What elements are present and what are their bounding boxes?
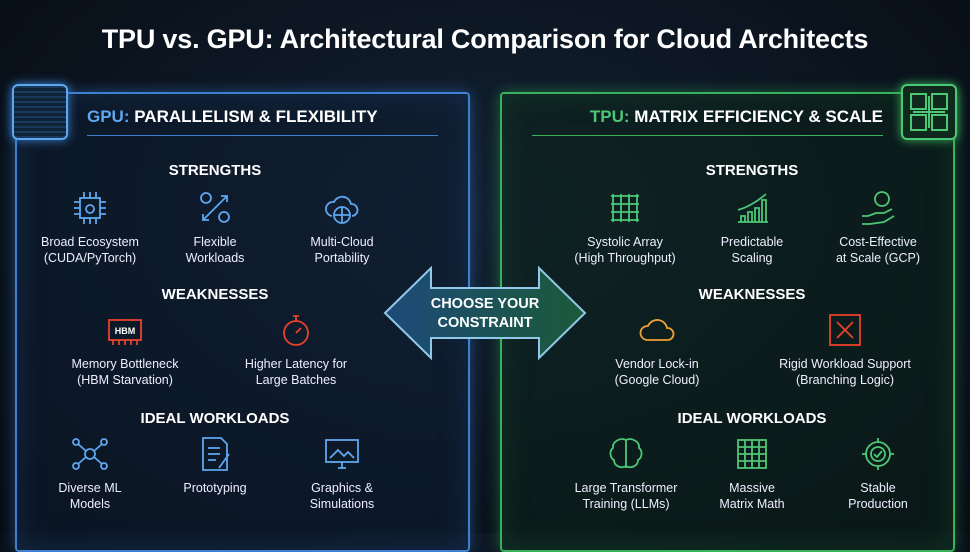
google-cloud-icon <box>639 319 675 341</box>
item-label-line1: Flexible <box>193 235 237 249</box>
tpu-chip-icon <box>901 84 957 140</box>
tpu-heading: MATRIX EFFICIENCY & SCALE <box>634 107 883 126</box>
gpu-weaknesses-heading: WEAKNESSES <box>161 286 269 303</box>
item-label-line2: (CUDA/PyTorch) <box>43 251 137 265</box>
item-label-line2: Training (LLMs) <box>582 497 670 511</box>
item-label-line2: Workloads <box>185 251 245 265</box>
item-label-line1: Vendor Lock-in <box>615 357 699 371</box>
item-label-line2: Portability <box>314 251 370 265</box>
matrix-icon <box>737 439 767 469</box>
item-label-line1: Cost-Effective <box>839 235 917 249</box>
gpu-prefix: GPU: <box>87 107 130 126</box>
item-label-line1: Memory Bottleneck <box>71 357 179 371</box>
item-label-line1: Rigid Workload Support <box>779 357 911 371</box>
network-icon <box>72 438 108 470</box>
item-label-line2: Scaling <box>731 251 773 265</box>
gpu-strengths-heading: STRENGTHS <box>168 162 262 179</box>
tpu-weaknesses-heading: WEAKNESSES <box>698 286 806 303</box>
item-label-line1: Large Transformer <box>574 481 678 495</box>
item-label-line1: Graphics & <box>311 481 373 495</box>
tpu-header: TPU: MATRIX EFFICIENCY & SCALE <box>532 98 883 136</box>
gpu-header: GPU: PARALLELISM & FLEXIBILITY <box>87 98 438 136</box>
item-label-line1: Multi-Cloud <box>310 235 374 249</box>
gpu-heading: PARALLELISM & FLEXIBILITY <box>134 107 378 126</box>
item-label-line1: Systolic Array <box>587 235 663 249</box>
tpu-strengths-item: Systolic Array (High Throughput) <box>545 188 705 266</box>
item-label-line2: (Branching Logic) <box>796 373 894 387</box>
page-title: TPU vs. GPU: Architectural Comparison fo… <box>101 24 869 54</box>
cloud-globe-icon <box>325 195 359 224</box>
center-line2: CONSTRAINT <box>437 315 533 331</box>
tpu-ideal-heading: IDEAL WORKLOADS <box>677 410 827 427</box>
gpu-chip-icon <box>12 84 68 140</box>
brain-icon <box>609 438 643 469</box>
center-label: CHOOSE YOUR CONSTRAINT <box>410 295 560 333</box>
dollar-hand-icon <box>862 191 895 225</box>
item-label-line1: Stable <box>860 481 896 495</box>
grid-icon <box>611 194 639 222</box>
gears-icon <box>200 192 230 223</box>
item-label-line1: Massive <box>729 481 775 495</box>
item-label-line2: Production <box>848 497 908 511</box>
gpu-ideal-item: Prototyping <box>135 434 295 496</box>
tpu-prefix: TPU: <box>589 107 630 126</box>
gpu-weaknesses-item: HBM Memory Bottleneck (HBM Starvation) <box>45 310 205 388</box>
chip-icon <box>74 192 106 224</box>
tpu-strengths-item: Cost-Effective at Scale (GCP) <box>798 188 958 266</box>
item-label-line1: Broad Ecosystem <box>41 235 139 249</box>
item-label-line2: Large Batches <box>255 373 337 387</box>
x-box-icon <box>829 314 861 346</box>
gear-check-icon <box>862 438 894 470</box>
stopwatch-icon <box>283 315 309 346</box>
center-double-arrow <box>383 266 587 360</box>
tpu-weaknesses-item: Rigid Workload Support (Branching Logic) <box>765 310 925 388</box>
gpu-ideal-item: Diverse ML Models <box>10 434 170 512</box>
item-label-line1: Higher Latency for <box>244 357 348 371</box>
hbm-memory-icon: HBM <box>108 319 142 345</box>
item-label-line2: Simulations <box>309 497 375 511</box>
document-pen-icon <box>202 437 230 471</box>
tpu-strengths-heading: STRENGTHS <box>705 162 799 179</box>
gpu-ideal-item: Graphics & Simulations <box>262 434 422 512</box>
item-label-line2: (Google Cloud) <box>614 373 700 387</box>
gpu-strengths-item: Broad Ecosystem (CUDA/PyTorch) <box>10 188 170 266</box>
bar-chart-icon <box>737 193 768 223</box>
image-monitor-icon <box>325 439 359 469</box>
item-label-line2: Models <box>69 497 111 511</box>
svg-text:HBM: HBM <box>115 326 136 336</box>
item-label-line1: Diverse ML <box>58 481 122 495</box>
item-label-line2: (High Throughput) <box>574 251 676 265</box>
item-label-line2: Matrix Math <box>719 497 785 511</box>
item-label-line2: at Scale (GCP) <box>835 251 921 265</box>
tpu-weaknesses-item: Vendor Lock-in (Google Cloud) <box>577 310 737 388</box>
item-label-line1: Prototyping <box>183 481 247 495</box>
item-label-line2: (HBM Starvation) <box>77 373 173 387</box>
center-line1: CHOOSE YOUR <box>430 296 540 312</box>
item-label-line1: Predictable <box>720 235 784 249</box>
gpu-ideal-heading: IDEAL WORKLOADS <box>140 410 290 427</box>
